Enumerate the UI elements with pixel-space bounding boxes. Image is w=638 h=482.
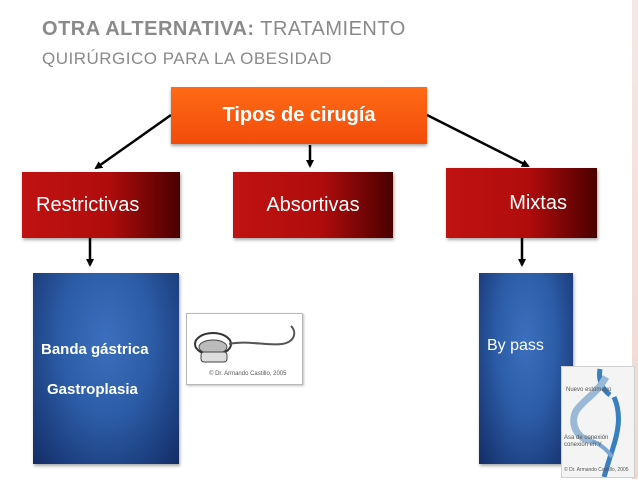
- restrictivas-items-box: Banda gástrica Gastroplasia: [33, 273, 179, 464]
- title-word-trat-first: T: [254, 18, 273, 40]
- arrow-to-mixtas: [426, 113, 530, 168]
- slide-edge-stripe: [632, 0, 638, 479]
- title-word-trat-rest: RATAMIENTO: [272, 18, 406, 40]
- bypass-image: Nuevo estómago Asa de conexión conexión …: [561, 366, 635, 478]
- item-by-pass: By pass: [487, 337, 544, 354]
- gastric-band-image: © Dr. Armando Castillo, 2005: [186, 313, 303, 385]
- bypass-label-1: Nuevo estómago: [566, 387, 612, 393]
- category-absortivas: Absortivas: [233, 172, 393, 238]
- bypass-label-2: Asa de conexión: [564, 435, 609, 441]
- bypass-label-3: conexión en Y: [564, 442, 602, 448]
- item-gastroplasia: Gastroplasia: [47, 381, 138, 398]
- category-restrictivas: Restrictivas: [22, 172, 180, 238]
- band-image-caption: © Dr. Armando Castillo, 2005: [209, 371, 287, 377]
- arrow-to-restrictivas: [94, 113, 172, 170]
- title-line-2: QUIRÚRGICO PARA LA OBESIDAD: [42, 49, 332, 68]
- title-word-otra-rest: TRA ALTERNATIVA: [58, 18, 248, 40]
- bypass-image-caption: © Dr. Armando Castillo, 2005: [564, 467, 629, 473]
- root-node-tipos-de-cirugia: Tipos de cirugía: [171, 87, 427, 144]
- mixtas-items-box: By pass: [479, 273, 573, 464]
- gastric-band-drawing: [194, 325, 296, 363]
- bypass-drawing: [570, 368, 621, 478]
- category-mixtas: Mixtas: [446, 168, 597, 238]
- item-banda-gastrica: Banda gástrica: [41, 341, 149, 358]
- title-line-1: OTRA ALTERNATIVA: TRATAMIENTO: [42, 14, 406, 44]
- title-word-otra-first: O: [42, 18, 59, 40]
- title-colon: :: [247, 18, 255, 40]
- slide-title: OTRA ALTERNATIVA: TRATAMIENTO QUIRÚRGICO…: [42, 14, 406, 74]
